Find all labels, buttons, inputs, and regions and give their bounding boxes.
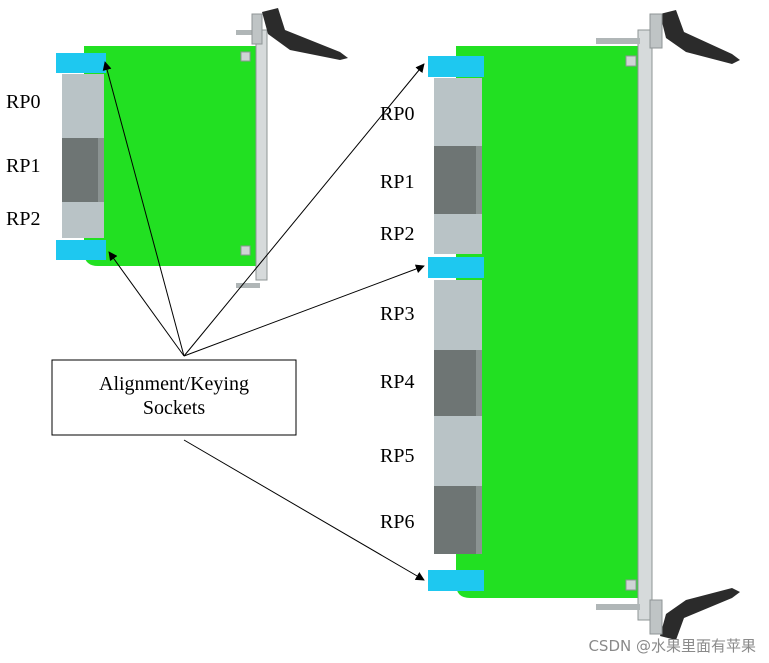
large-bottom-ejector-handle bbox=[596, 588, 740, 640]
watermark: CSDN @水果里面有苹果 bbox=[588, 637, 756, 655]
small-front-panel bbox=[255, 29, 268, 281]
small-top-key-socket bbox=[56, 53, 106, 73]
large-bottom-key-socket bbox=[428, 570, 484, 591]
large-middle-key-socket bbox=[428, 257, 484, 278]
large-rp1-connector bbox=[434, 146, 482, 214]
large-rp5-connector bbox=[434, 416, 482, 486]
small-rp2-label: RP2 bbox=[6, 208, 40, 230]
large-rp6-connector bbox=[434, 486, 482, 554]
large-rp0-label: RP0 bbox=[380, 103, 414, 125]
callout-box: Alignment/Keying Sockets bbox=[51, 359, 297, 436]
large-rp4-connector bbox=[434, 350, 482, 416]
large-top-key-socket bbox=[428, 56, 484, 77]
large-rp4-label: RP4 bbox=[380, 371, 414, 393]
large-rp2-label: RP2 bbox=[380, 223, 414, 245]
large-card-labels: RP0 RP1 RP2 RP3 RP4 RP5 RP6 bbox=[380, 103, 414, 533]
large-rp6-label: RP6 bbox=[380, 511, 414, 533]
large-rp0-connector bbox=[434, 78, 482, 146]
small-ejector-handle bbox=[236, 8, 348, 288]
callout-line-2: Sockets bbox=[143, 397, 205, 419]
large-card bbox=[428, 10, 740, 640]
large-rp5-label: RP5 bbox=[380, 445, 414, 467]
large-rp1-label: RP1 bbox=[380, 171, 414, 193]
small-bottom-key-socket bbox=[56, 240, 106, 260]
arrow-large-bottom bbox=[183, 439, 425, 581]
large-front-panel bbox=[637, 29, 653, 621]
small-rp1-connector bbox=[62, 138, 104, 202]
large-top-ejector-handle bbox=[596, 10, 740, 64]
small-rp0-connector bbox=[62, 74, 104, 138]
arrow-large-middle bbox=[183, 264, 425, 357]
arrow-small-top bbox=[102, 61, 185, 357]
large-rp3-label: RP3 bbox=[380, 303, 414, 325]
large-rp3-connector bbox=[434, 280, 482, 350]
large-rp2-connector bbox=[434, 214, 482, 254]
small-rp0-label: RP0 bbox=[6, 91, 40, 113]
large-card-pcb bbox=[456, 46, 639, 598]
arrow-large-top bbox=[183, 63, 425, 357]
small-card-pcb bbox=[84, 46, 258, 266]
callout-line-1: Alignment/Keying bbox=[99, 373, 249, 395]
callout-arrows bbox=[102, 61, 425, 581]
small-card bbox=[56, 8, 348, 288]
arrow-small-bottom bbox=[108, 251, 185, 357]
small-card-labels: RP0 RP1 RP2 bbox=[6, 91, 40, 230]
small-rp1-label: RP1 bbox=[6, 155, 40, 177]
small-rp2-connector bbox=[62, 202, 104, 238]
